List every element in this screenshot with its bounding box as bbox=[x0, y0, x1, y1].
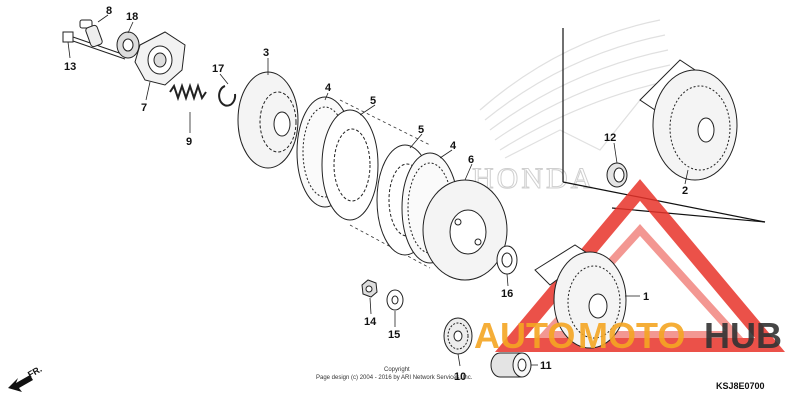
part-14-nut bbox=[361, 279, 378, 298]
callout-5a: 5 bbox=[370, 95, 376, 107]
part-17-circlip bbox=[218, 85, 237, 107]
part-6-pressure-plate bbox=[422, 179, 508, 281]
callout-3: 3 bbox=[263, 47, 269, 59]
callout-6: 6 bbox=[468, 154, 474, 166]
callout-18: 18 bbox=[126, 11, 138, 23]
callout-8: 8 bbox=[106, 5, 112, 17]
callout-4b: 4 bbox=[450, 140, 457, 152]
callout-14: 14 bbox=[364, 316, 377, 328]
watermark-text: AUTO MOTO HUB bbox=[474, 315, 782, 356]
callout-16: 16 bbox=[501, 288, 513, 300]
part-1-drive-gear bbox=[534, 244, 627, 349]
copyright-line-1: Copyright bbox=[384, 367, 410, 373]
callout-7: 7 bbox=[141, 102, 147, 114]
callout-4a: 4 bbox=[325, 82, 332, 94]
callout-1: 1 bbox=[643, 291, 649, 303]
front-direction-indicator: FR. bbox=[8, 364, 44, 392]
watermark-part-hub: HUB bbox=[704, 315, 782, 356]
callout-2: 2 bbox=[682, 185, 688, 197]
callout-5b: 5 bbox=[418, 124, 424, 136]
part-2-clutch-outer bbox=[639, 59, 738, 181]
callout-17: 17 bbox=[212, 63, 224, 75]
watermark-part-moto: MOTO bbox=[578, 315, 685, 356]
part-15-washer bbox=[386, 289, 404, 311]
part-16-washer bbox=[496, 245, 518, 275]
honda-wing-logo bbox=[479, 19, 673, 159]
callout-labels: 8 18 13 3 17 7 9 4 5 5 4 6 12 2 1 16 14 … bbox=[64, 5, 688, 341]
assembly-frame-lines bbox=[562, 28, 766, 223]
copyright-line-2: Page design (c) 2004 - 2016 by ARI Netwo… bbox=[316, 375, 473, 381]
part-11-bearing bbox=[490, 352, 532, 378]
callout-13: 13 bbox=[64, 61, 76, 73]
part-9-spring bbox=[169, 82, 207, 102]
alignment-lines bbox=[339, 99, 431, 269]
callout-12: 12 bbox=[604, 132, 616, 144]
part-8-pin bbox=[79, 19, 103, 48]
watermark-part-auto: AUTO bbox=[474, 315, 575, 356]
part-5a-plain-plate bbox=[321, 109, 379, 221]
part-3-clutch-plate bbox=[237, 71, 299, 169]
callout-15: 15 bbox=[388, 329, 400, 341]
direction-label: FR. bbox=[26, 364, 44, 380]
part-12-collar bbox=[606, 162, 628, 188]
part-7-lifter-plate bbox=[134, 31, 186, 86]
diagram-code: KSJ8E0700 bbox=[716, 381, 765, 391]
honda-brand-text: HONDA bbox=[472, 162, 595, 195]
callout-9: 9 bbox=[186, 136, 192, 148]
part-10-gear bbox=[443, 317, 473, 355]
part-18-bearing bbox=[116, 31, 140, 59]
part-13-bolt bbox=[62, 31, 126, 60]
leader-lines bbox=[67, 14, 689, 367]
